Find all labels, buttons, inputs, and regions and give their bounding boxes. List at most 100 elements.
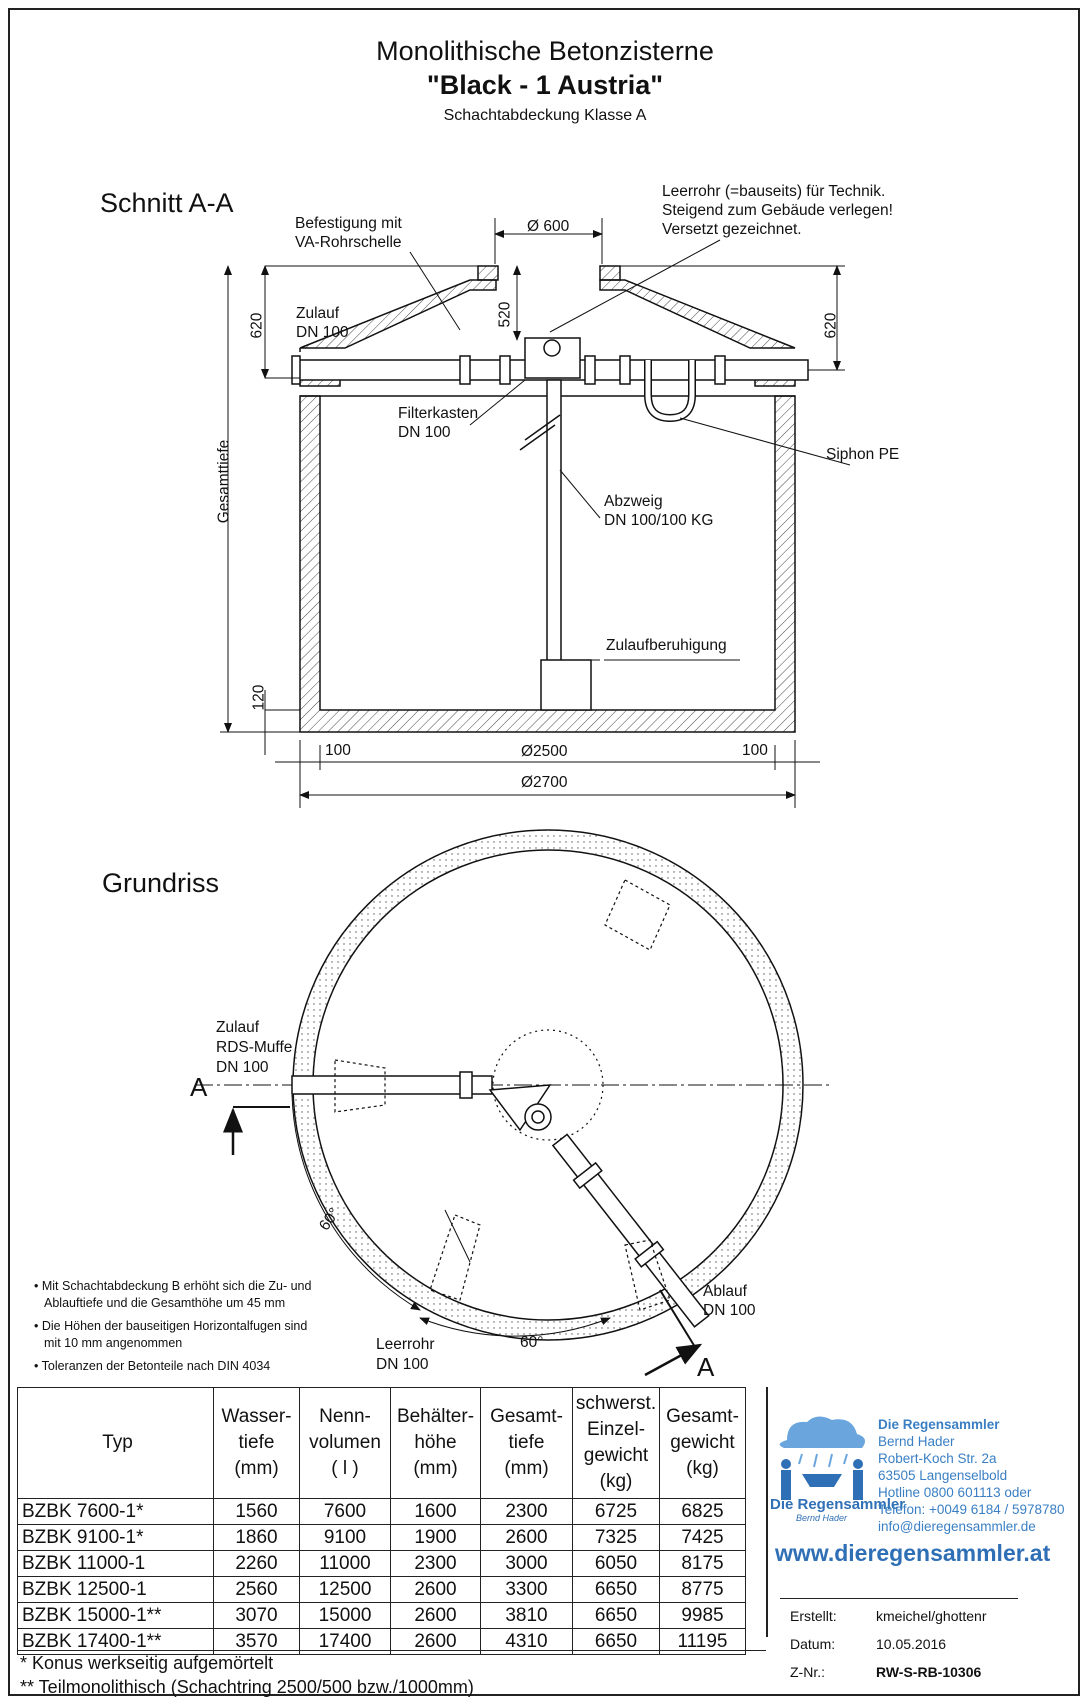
header-line: (mm) [413, 1458, 458, 1479]
angle-bottom: 60° [520, 1334, 544, 1351]
label-abzweig-1: Abzweig [604, 493, 663, 510]
label-leerrohr-1: Leerrohr (=bauseits) für Technik. [662, 183, 886, 200]
table-cell: 12500 [299, 1576, 391, 1603]
plan-title: Grundriss [102, 868, 220, 898]
note-1-line-1: • Mit Schachtabdeckung B erhöht sich die… [34, 1279, 312, 1293]
table-cell: 7600 [299, 1498, 391, 1525]
header-line: gewicht [670, 1432, 735, 1453]
header-line: höhe [414, 1432, 457, 1453]
note-2-line-2: mit 10 mm angenommen [44, 1336, 183, 1350]
company-name: Die Regensammler [878, 1417, 1000, 1432]
cell-typ: BZBK 7600-1* [17, 1498, 214, 1525]
company-website[interactable]: www.dieregensammler.at [775, 1540, 1051, 1566]
company-city: 63505 Langenselbold [878, 1468, 1008, 1483]
table-cell: 2600 [480, 1524, 573, 1551]
table-cell: 2560 [213, 1576, 300, 1603]
header-einzelgewicht: schwerst.Einzel-gewicht(kg) [572, 1387, 660, 1499]
label-befestigung-1: Befestigung mit [295, 215, 402, 232]
cover-ring-right [599, 265, 621, 281]
dim-d2500: Ø2500 [521, 743, 568, 760]
section-mark-a-right: A [697, 1352, 715, 1382]
header-line: ( l ) [331, 1458, 359, 1479]
spec-table: Typ Wasser-tiefe(mm) Nenn-volumen( l ) B… [17, 1387, 746, 1655]
company-email[interactable]: info@dieregensammler.de [878, 1519, 1036, 1534]
footnote-1: * Konus werkseitig aufgemörtelt [20, 1653, 274, 1673]
dim-120: 120 [250, 684, 268, 711]
header-line: (mm) [234, 1458, 279, 1479]
header-typ-label: Typ [102, 1432, 133, 1453]
cell-typ: BZBK 12500-1 [17, 1576, 214, 1603]
table-cell: 8175 [659, 1550, 746, 1577]
dim-520: 520 [496, 301, 514, 328]
company-street: Robert-Koch Str. 2a [878, 1451, 997, 1466]
header-gesamttiefe: Gesamt-tiefe(mm) [480, 1387, 573, 1499]
cone-left [299, 279, 497, 349]
note-1-line-2: Ablauftiefe und die Gesamthöhe um 45 mm [44, 1296, 286, 1310]
header-line: Behälter- [396, 1406, 475, 1427]
label-zulaufberuhigung: Zulaufberuhigung [606, 637, 727, 654]
table-cell: 8775 [659, 1576, 746, 1603]
table-cell: 11000 [299, 1550, 391, 1577]
table-cell: 1560 [213, 1498, 300, 1525]
label-leerrohr-3: Versetzt gezeichnet. [662, 221, 802, 238]
header-line: schwerst. [575, 1393, 657, 1414]
dim-620-left: 620 [248, 312, 266, 339]
label-zulauf-1: Zulauf [296, 305, 340, 322]
erstellt-label: Erstellt: [790, 1608, 837, 1624]
table-cell: 2300 [390, 1550, 481, 1577]
note-3-text: Toleranzen der Betonteile nach DIN 4034 [41, 1359, 271, 1373]
header-line: (mm) [504, 1458, 549, 1479]
header-typ: Typ [17, 1387, 214, 1499]
plan-inlet-pipe [291, 1075, 493, 1095]
header-line: gewicht [583, 1445, 649, 1466]
table-cell: 6825 [659, 1498, 746, 1525]
header-behaelterhoehe: Behälter-höhe (mm) [390, 1387, 481, 1499]
company-logo-icon [779, 1416, 866, 1500]
table-cell: 1900 [390, 1524, 481, 1551]
dim-wall-right: 100 [742, 742, 768, 759]
cover-ring-left [477, 265, 499, 281]
dim-d2700: Ø2700 [521, 774, 568, 791]
cone-right [599, 279, 796, 349]
table-cell: 1600 [390, 1498, 481, 1525]
drawing-title: Monolithische Betonzisterne [376, 36, 714, 66]
cell-typ: BZBK 15000-1** [17, 1602, 214, 1629]
label-plan-zulauf-3: DN 100 [216, 1059, 269, 1076]
calmed-inlet [540, 659, 592, 711]
label-zulauf-2: DN 100 [296, 324, 349, 341]
table-cell: 6725 [572, 1498, 660, 1525]
label-plan-zulauf-1: Zulauf [216, 1019, 260, 1036]
label-plan-zulauf-2: RDS-Muffe [216, 1039, 293, 1056]
header-line: Gesamt- [490, 1406, 563, 1427]
note-2-line-1-text: Die Höhen der bauseitigen Horizontalfuge… [41, 1319, 308, 1333]
dim-wall-left: 100 [325, 742, 351, 759]
label-filterkasten-1: Filterkasten [398, 405, 479, 422]
titleblock-rule [780, 1598, 1018, 1599]
table-cell: 7325 [572, 1524, 660, 1551]
table-cell: 3000 [480, 1550, 573, 1577]
cover-class: Schachtabdeckung Klasse A [443, 107, 647, 124]
header-line: (kg) [686, 1458, 719, 1479]
table-cell: 3070 [213, 1602, 300, 1629]
table-header-row: Typ Wasser-tiefe(mm) Nenn-volumen( l ) B… [17, 1387, 746, 1499]
company-phone: Telefon: +0049 6184 / 5978780 [878, 1502, 1065, 1517]
note-3: • Toleranzen der Betonteile nach DIN 403… [34, 1359, 271, 1373]
note-2-line-1: • Die Höhen der bauseitigen Horizontalfu… [34, 1319, 308, 1333]
section-view [220, 218, 851, 808]
label-plan-leerrohr-1: Leerrohr [376, 1336, 435, 1353]
plan-outlet-pipe [551, 1133, 710, 1328]
label-filterkasten-2: DN 100 [398, 424, 451, 441]
label-ablauf-1: Ablauf [703, 1283, 747, 1300]
header-gesamtgewicht: Gesamt-gewicht(kg) [659, 1387, 746, 1499]
dim-d600: Ø 600 [527, 218, 570, 235]
label-plan-leerrohr-2: DN 100 [376, 1356, 429, 1373]
header-line: volumen [309, 1432, 381, 1453]
header-line: (kg) [599, 1471, 633, 1492]
datum-value: 10.05.2016 [876, 1636, 947, 1652]
table-cell: 17400 [299, 1628, 391, 1655]
header-wassertiefe: Wasser-tiefe(mm) [213, 1387, 300, 1499]
